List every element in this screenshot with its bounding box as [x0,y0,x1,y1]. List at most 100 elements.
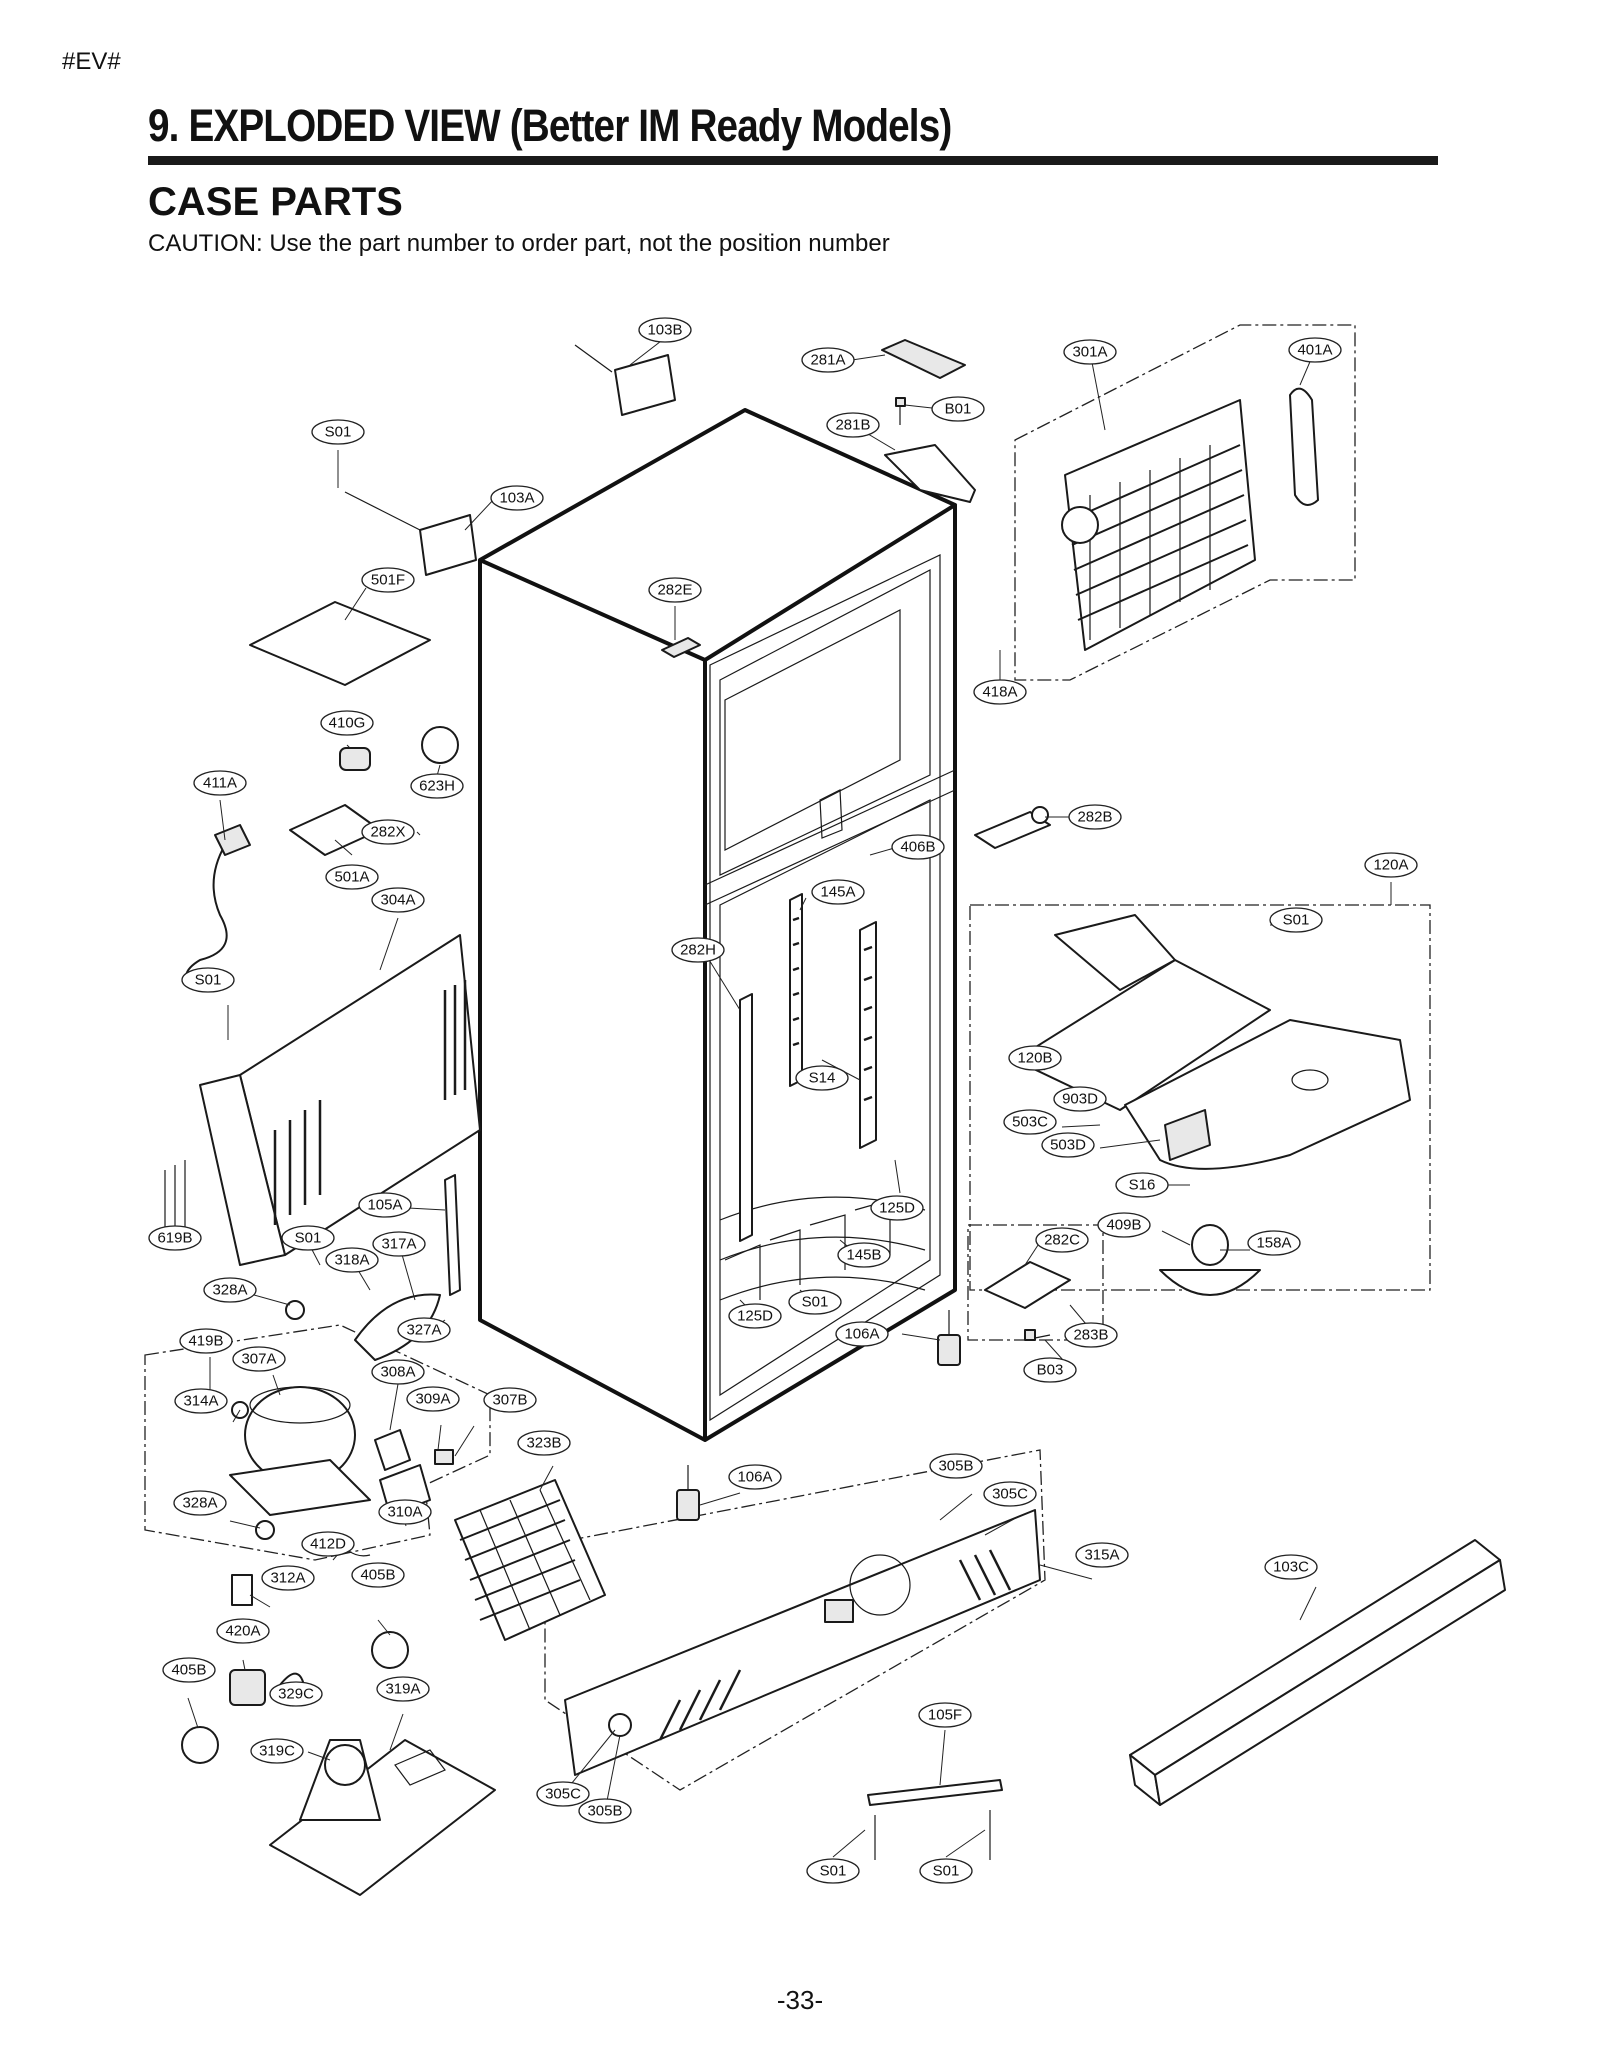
callout-103b: 103B [638,317,692,343]
callout-label: 418A [982,684,1017,701]
callout-label: 410G [329,715,366,732]
callout-318a: 318A [325,1247,379,1273]
callout-s16: S16 [1115,1172,1169,1198]
callout-903d: 903D [1053,1086,1107,1112]
callout-label: S01 [325,424,352,441]
callout-label: 328A [212,1282,247,1299]
callout-420a: 420A [216,1618,270,1644]
dryer-and-pipe [285,1174,461,1361]
callout-label: B01 [945,401,972,418]
callout-619b: 619B [148,1225,202,1251]
callout-label: 282B [1077,809,1112,826]
callout-305b: 305B [578,1798,632,1824]
callout-283b: 283B [1064,1322,1118,1348]
callout-s01: S01 [1269,907,1323,933]
callout-125d: 125D [870,1195,924,1221]
callout-106a: 106A [835,1321,889,1347]
callout-s01: S01 [281,1225,335,1251]
callout-label: S01 [295,1230,322,1247]
callout-282b: 282B [1068,804,1122,830]
compressor-assembly [229,1386,454,1606]
machine-room-cover [164,934,481,1266]
callout-label: S01 [1283,912,1310,929]
callout-label: 623H [419,778,455,795]
callout-label: 307A [241,1351,276,1368]
callout-label: 312A [270,1570,305,1587]
callout-s01: S01 [788,1289,842,1315]
callout-307b: 307B [483,1387,537,1413]
callout-label: 281B [835,417,870,434]
callout-309a: 309A [406,1386,460,1412]
callout-s01: S01 [919,1858,973,1884]
callout-s01: S01 [806,1858,860,1884]
callout-319c: 319C [250,1738,304,1764]
callout-label: S01 [802,1294,829,1311]
callout-label: 305C [545,1786,581,1803]
drain-pan [269,1739,496,1896]
callout-label: 318A [334,1252,369,1269]
callout-label: 903D [1062,1091,1098,1108]
callout-305c: 305C [536,1781,590,1807]
callout-158a: 158A [1247,1230,1301,1256]
callout-501f: 501F [361,567,415,593]
callout-label: 305B [938,1458,973,1475]
callout-310a: 310A [378,1499,432,1525]
evaporator [1061,387,1319,651]
callout-label: 409B [1106,1217,1141,1234]
document-tag: #EV# [62,48,121,75]
callout-label: 106A [737,1469,772,1486]
callout-145a: 145A [811,879,865,905]
callout-329c: 329C [269,1681,323,1707]
callout-label: 317A [381,1236,416,1253]
callout-301a: 301A [1063,339,1117,365]
callout-label: 283B [1073,1327,1108,1344]
callout-label: 309A [415,1391,450,1408]
callout-105f: 105F [918,1702,972,1728]
callout-label: 314A [183,1393,218,1410]
callout-305b: 305B [929,1453,983,1479]
callout-105a: 105A [358,1192,412,1218]
callout-315a: 315A [1075,1542,1129,1568]
callout-label: 282C [1044,1232,1080,1249]
callout-label: 406B [900,839,935,856]
callout-103c: 103C [1264,1554,1318,1580]
callout-label: 503D [1050,1137,1086,1154]
callout-label: 120B [1017,1050,1052,1067]
callout-label: 619B [157,1230,192,1247]
title-rule [148,156,1438,165]
callout-label: 145A [820,884,855,901]
callout-label: 503C [1012,1114,1048,1131]
duct-assembly [1014,914,1411,1170]
callout-label: 105F [928,1707,962,1724]
callout-314a: 314A [174,1388,228,1414]
hinge-282b [974,806,1051,849]
callout-328a: 328A [173,1490,227,1516]
cover-plates [344,344,676,576]
callout-label: S16 [1129,1177,1156,1194]
page-title: 9. EXPLODED VIEW (Better IM Ready Models… [148,100,952,151]
callout-label: 304A [380,892,415,909]
callout-label: B03 [1037,1362,1064,1379]
lower-hinge-assembly [984,1261,1071,1341]
refrigerator-cabinet [478,408,957,1442]
lamp-assembly [1159,1224,1261,1296]
callout-s01: S01 [311,419,365,445]
callout-label: 158A [1256,1235,1291,1252]
callout-106a: 106A [728,1464,782,1490]
callout-327a: 327A [397,1317,451,1343]
callout-418a: 418A [973,679,1027,705]
callout-b03: B03 [1023,1357,1077,1383]
callout-125d: 125D [728,1303,782,1329]
callout-s14: S14 [795,1065,849,1091]
callout-label: 327A [406,1322,441,1339]
callout-label: 411A [203,775,237,792]
callout-label: 308A [380,1364,415,1381]
callout-305c: 305C [983,1481,1037,1507]
callout-307a: 307A [232,1346,286,1372]
callout-312a: 312A [261,1565,315,1591]
callout-label: 282X [370,824,405,841]
callout-label: 103B [647,322,682,339]
callout-319a: 319A [376,1676,430,1702]
callout-label: 125D [879,1200,915,1217]
